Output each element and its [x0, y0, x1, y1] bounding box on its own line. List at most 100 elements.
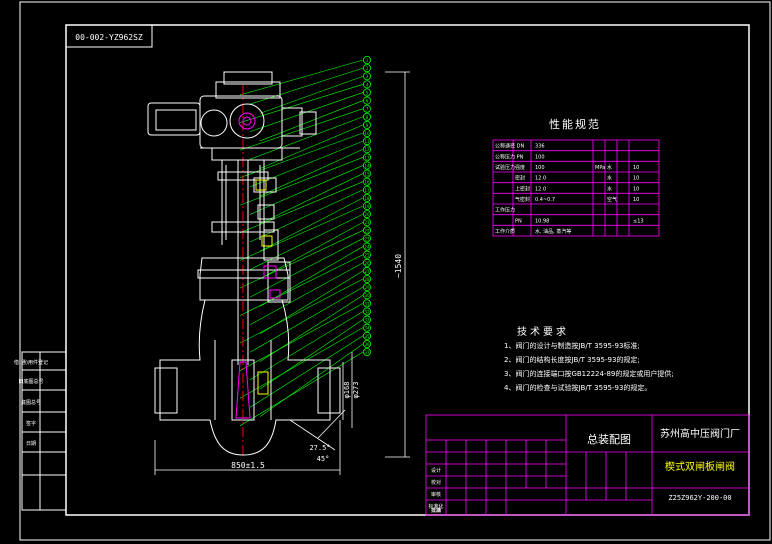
part-balloon	[362, 128, 371, 137]
leader-line	[249, 311, 364, 381]
title-block-label: 日期	[431, 508, 441, 514]
spec-row-value: 100	[535, 165, 545, 171]
dim-angle2: 45°	[317, 455, 330, 463]
leader-line	[259, 148, 364, 197]
part-balloon	[362, 339, 371, 348]
leader-line	[249, 335, 364, 408]
part-balloon-number: 18	[364, 196, 370, 201]
left-strip-label: 借(通)用件登记	[14, 359, 48, 366]
part-balloon-number: 23	[364, 236, 370, 241]
spec-right-val: 10	[633, 197, 639, 203]
leader-line	[259, 246, 364, 307]
part-balloon	[362, 291, 371, 300]
spec-row-value: 336	[535, 144, 545, 150]
part-balloon	[362, 88, 371, 97]
leader-line	[239, 230, 364, 289]
leader-line	[249, 140, 364, 188]
leader-line	[249, 262, 364, 325]
spec-right-col: 水	[607, 164, 612, 171]
part-balloon-number: 21	[364, 220, 370, 225]
title-code: Z25Z962Y-200-00	[668, 494, 731, 502]
part-balloon-number: 10	[364, 131, 370, 136]
part-balloon-number: 20	[364, 212, 370, 217]
leader-line	[239, 254, 364, 316]
spec-right-col: 水	[607, 175, 612, 182]
tech-requirements: 1、阀门的设计与制造按JB/T 3595-93标准;2、阀门的结构长度按JB/T…	[504, 341, 674, 392]
spec-row-sub: 密封	[515, 175, 525, 182]
leader-line	[259, 197, 364, 252]
leader-line	[259, 343, 364, 417]
part-balloon-number: 13	[364, 155, 370, 160]
part-balloon-number: 4	[366, 82, 369, 87]
inner-frame	[65, 24, 750, 516]
dim-height: ~1540	[394, 254, 403, 278]
spec-row-value: 水, 油品, 蒸汽等	[535, 228, 571, 235]
title-company: 苏州高中压阀门厂	[660, 427, 740, 440]
leader-line	[239, 278, 364, 344]
leader-line	[259, 75, 364, 114]
spec-row-sub: 气密封	[515, 196, 530, 203]
valve-details	[255, 179, 281, 395]
left-strip-table	[21, 351, 67, 511]
part-balloon	[362, 210, 371, 219]
part-balloon	[362, 226, 371, 235]
leader-line	[239, 205, 364, 261]
leader-line	[259, 173, 364, 224]
part-balloon	[362, 347, 371, 356]
leader-line	[239, 351, 364, 427]
part-balloon	[362, 266, 371, 275]
part-balloon	[362, 96, 371, 105]
leader-line	[239, 303, 364, 371]
part-balloon-number: 30	[364, 293, 370, 298]
part-balloon	[362, 56, 371, 65]
spec-row-extra: ≤13	[633, 218, 644, 224]
drawing-number-box	[65, 24, 153, 48]
tech-req-item: 3、阀门的连接端口按GB12224-89的规定或用户提供;	[504, 369, 674, 378]
part-balloon	[362, 153, 371, 162]
spec-row-value: 10.98	[535, 218, 549, 224]
part-balloon-number: 33	[364, 318, 370, 323]
part-balloon-number: 16	[364, 180, 370, 185]
part-balloon-number: 28	[364, 277, 370, 282]
spec-row-value: 0.4~0.7	[535, 197, 555, 203]
leader-line	[259, 124, 364, 169]
leader-line	[259, 100, 364, 142]
leader-line	[259, 319, 364, 390]
part-balloon-number: 22	[364, 228, 370, 233]
left-strip-label: 旧底图总号	[18, 378, 43, 385]
tech-req-item: 1、阀门的设计与制造按JB/T 3595-93标准;	[504, 341, 640, 350]
dim-bore1: φ168	[343, 382, 351, 399]
spec-right-val: 10	[633, 176, 639, 182]
tech-req-title: 技术要求	[517, 325, 569, 338]
tech-req-item: 4、阀门的检查与试验按JB/T 3595-93的规定。	[504, 383, 651, 392]
part-balloon	[362, 193, 371, 202]
spec-right-val: 10	[633, 165, 639, 171]
part-balloon-number: 36	[364, 342, 370, 347]
leader-line	[249, 286, 364, 353]
part-balloon	[362, 331, 371, 340]
part-balloon-number: 29	[364, 285, 370, 290]
spec-title: 性能规范	[549, 117, 601, 131]
part-balloon-number: 35	[364, 334, 370, 339]
spec-row-value: 100	[535, 154, 545, 160]
left-strip-label: 底图总号	[21, 399, 41, 406]
leader-line	[249, 189, 364, 243]
part-balloon	[362, 283, 371, 292]
part-balloon	[362, 64, 371, 73]
title-product: 楔式双闸板闸阀	[665, 460, 735, 473]
spec-row-label: 工作压力	[495, 207, 515, 214]
part-balloon	[362, 323, 371, 332]
part-balloon-number: 24	[364, 245, 370, 250]
left-strip-label: 日期	[26, 441, 36, 447]
spec-right-col: 空气	[607, 196, 617, 203]
title-block-label: 批准	[431, 507, 441, 514]
part-balloon	[362, 299, 371, 308]
part-balloon-number: 25	[364, 253, 370, 258]
part-balloon-number: 32	[364, 309, 370, 314]
part-balloon	[362, 234, 371, 243]
spec-right-col: 水	[607, 185, 612, 192]
part-balloon	[362, 250, 371, 259]
